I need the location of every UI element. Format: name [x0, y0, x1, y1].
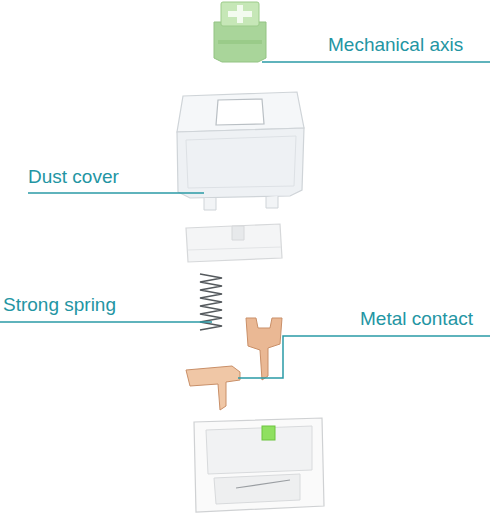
part-label: Strong spring [3, 294, 116, 316]
metal-contact-figure [246, 318, 282, 380]
leader-line [262, 61, 490, 63]
leader-lines [0, 62, 490, 378]
leader-line [238, 336, 490, 378]
part-label: Metal contact [360, 308, 473, 330]
stem-figure [214, 2, 266, 62]
bottom-housing-figure [194, 418, 324, 512]
metal-contact-figure [186, 366, 240, 410]
leader-line [0, 321, 212, 323]
part-label: Dust cover [28, 166, 119, 188]
leader-line [28, 192, 204, 194]
slider-figure [186, 224, 282, 262]
part-label: Mechanical axis [328, 34, 463, 56]
